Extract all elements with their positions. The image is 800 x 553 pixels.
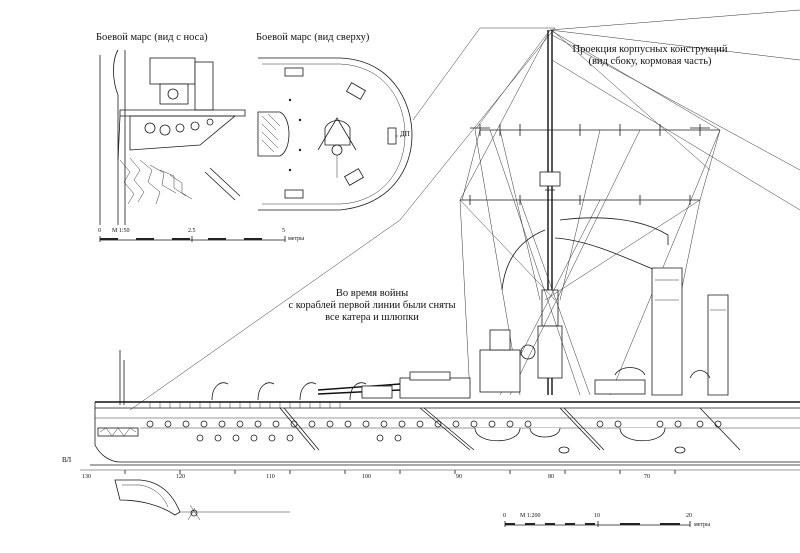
scale-small-name: М 1:50 — [112, 228, 130, 234]
label-hull-projection-line1: Проекция корпусных конструкций — [572, 44, 728, 55]
boat-derricks — [501, 217, 669, 291]
label-waterline: ВЛ — [62, 456, 72, 464]
scale-small-tick-2: 5 — [282, 228, 285, 234]
hull — [94, 401, 800, 463]
scale-small-tick-0: 0 — [98, 228, 101, 234]
scale-small-tick-1: 2.5 — [188, 228, 196, 234]
label-war-note: Во время войны с кораблей первой линии б… — [272, 288, 472, 324]
rudder-detail — [114, 479, 290, 521]
scale-large-unit: метры — [694, 522, 711, 528]
frame-number: 90 — [456, 474, 462, 480]
label-war-note-line3: все катера и шлюпки — [325, 312, 419, 324]
davits — [119, 350, 367, 405]
frame-number: 130 — [82, 474, 91, 480]
superstructure — [317, 329, 711, 399]
fore-top-above-view — [257, 57, 413, 211]
rigging — [459, 9, 800, 396]
leader-line-right — [399, 27, 556, 221]
scale-small-unit: метры — [288, 236, 305, 242]
mast-tops — [469, 124, 701, 205]
frame-number: 80 — [548, 474, 554, 480]
scale-large-tick-1: 10 — [594, 513, 600, 519]
label-hull-projection-line2: (вид сбоку, кормовая часть) — [588, 56, 712, 68]
label-fore-top-bow: Боевой марс (вид с носа) — [96, 32, 208, 43]
scale-large-name: М 1:200 — [520, 513, 541, 519]
label-war-note-line2: с кораблей первой линии были сняты — [288, 300, 456, 312]
frame-number: 120 — [176, 474, 185, 480]
frame-number: 70 — [644, 474, 650, 480]
label-war-note-line1: Во время войны — [335, 288, 409, 299]
scale-large-tick-0: 0 — [503, 513, 506, 519]
scale-bar-small — [99, 236, 286, 242]
label-hull-projection: Проекция корпусных конструкций (вид сбок… — [555, 44, 745, 68]
label-fore-top-above: Боевой марс (вид сверху) — [256, 32, 370, 43]
scale-large-tick-2: 20 — [686, 513, 692, 519]
frame-number: 110 — [266, 474, 275, 480]
frame-number: 100 — [362, 474, 371, 480]
waterline — [80, 464, 800, 474]
scale-bar-large — [504, 521, 691, 527]
fore-top-bow-view — [99, 49, 246, 225]
label-dp: ДП — [400, 130, 410, 138]
leader-line-left — [129, 219, 401, 411]
funnels — [651, 267, 729, 396]
